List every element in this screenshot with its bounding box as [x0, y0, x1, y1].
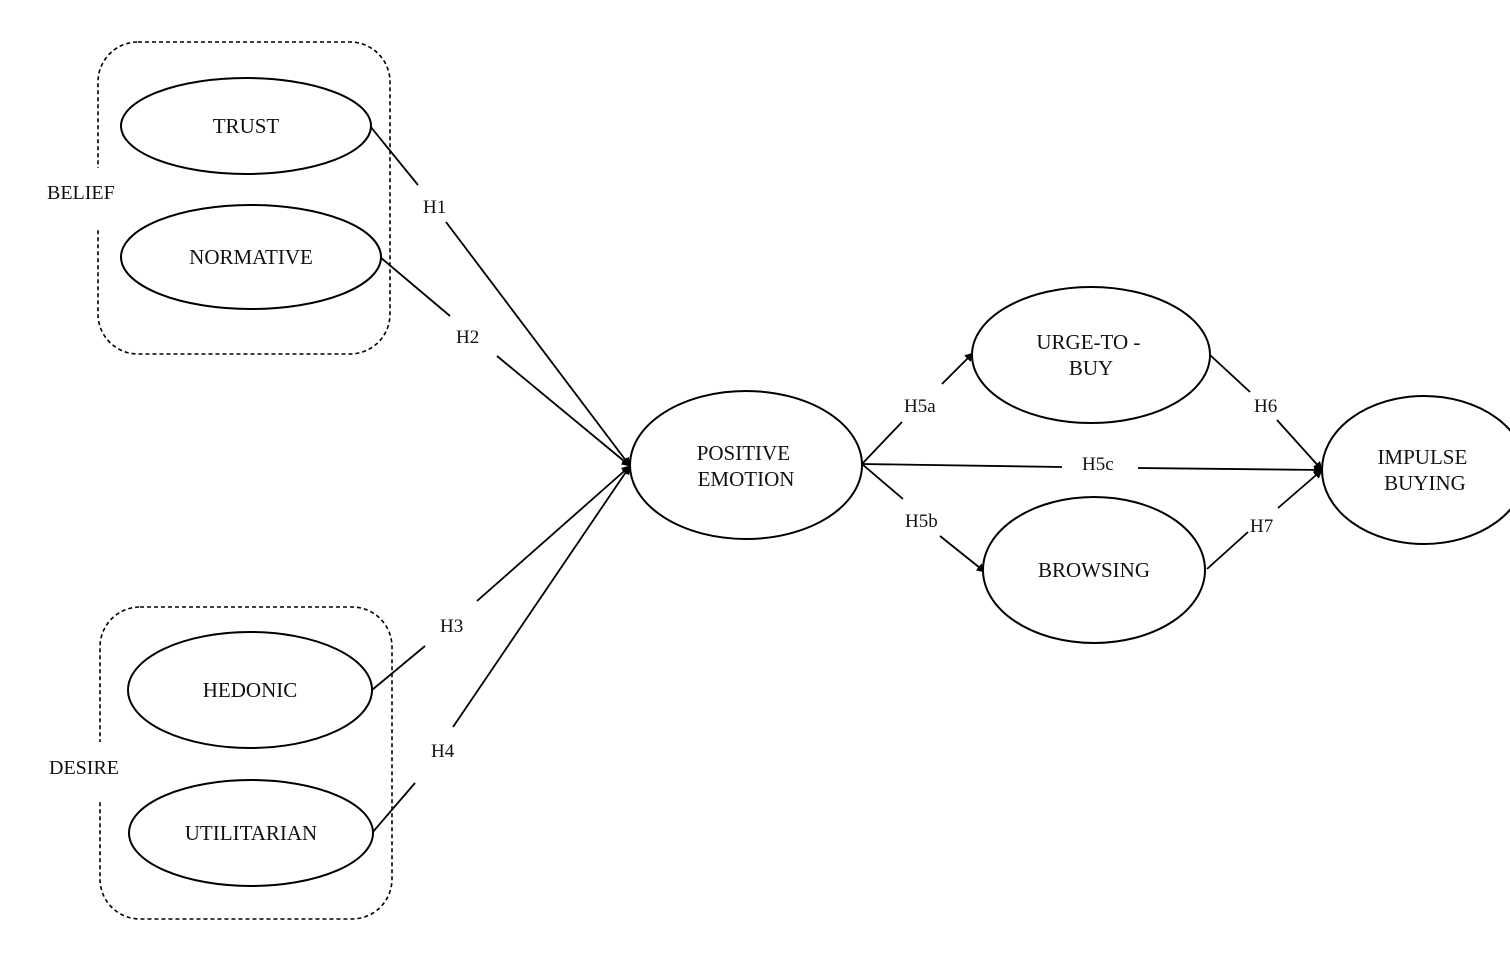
- impulse-buying-line-1: IMPULSE: [1377, 445, 1467, 469]
- positive-emotion-line-2: EMOTION: [698, 467, 795, 491]
- h7-label: H7: [1250, 516, 1273, 537]
- h1-label: H1: [423, 197, 446, 218]
- edge-h3-b: [476, 465, 631, 602]
- h3-label: H3: [440, 616, 463, 637]
- h5c-label: H5c: [1082, 454, 1114, 475]
- node-utilitarian: [128, 779, 374, 887]
- edge-h7-b: [1277, 469, 1323, 509]
- edge-h3-a: [371, 645, 426, 691]
- edge-h2-a: [379, 256, 451, 317]
- impulse-buying-line-2: BUYING: [1384, 471, 1466, 495]
- node-utilitarian-label: UTILITARIAN: [185, 821, 317, 845]
- edge-h5a-a: [861, 421, 903, 465]
- edge-h5b-b: [939, 535, 986, 573]
- edge-h7-a: [1206, 531, 1249, 570]
- node-normative-label: NORMATIVE: [189, 245, 313, 269]
- urge-to-buy-line-1: URGE-TO -: [1036, 330, 1140, 354]
- node-browsing: [982, 496, 1206, 644]
- edge-h5c-b: [1137, 465, 1323, 475]
- urge-to-buy-line-2: BUY: [1069, 356, 1113, 380]
- h4-label: H4: [431, 741, 455, 762]
- node-normative: [120, 204, 382, 310]
- edge-h4-b: [452, 465, 631, 728]
- edge-h1-b: [445, 221, 631, 467]
- h2-label: H2: [456, 327, 479, 348]
- edge-h2-b: [496, 355, 631, 467]
- edge-h5a-b: [941, 352, 974, 385]
- node-impulse-buying: [1321, 395, 1510, 545]
- edge-h4-a: [371, 782, 416, 834]
- node-positive-emotion: [629, 390, 863, 540]
- node-urge-to-buy-label: URGE-TO - BUY: [1036, 330, 1145, 380]
- edge-h5b-a: [861, 463, 904, 500]
- edge-h6-a: [1209, 354, 1251, 393]
- node-positive-emotion-label: POSITIVE EMOTION: [697, 441, 796, 491]
- node-trust: [120, 77, 372, 175]
- node-trust-label: TRUST: [213, 114, 280, 138]
- edge-h5c-a: [861, 463, 1063, 468]
- h5b-label: H5b: [905, 511, 938, 532]
- h6-label: H6: [1254, 396, 1277, 417]
- positive-emotion-line-1: POSITIVE: [697, 441, 790, 465]
- node-hedonic: [127, 631, 373, 749]
- edge-h6-b: [1276, 419, 1323, 471]
- edge-h1-a: [369, 125, 419, 186]
- h5a-label: H5a: [904, 396, 936, 417]
- node-urge-to-buy: [971, 286, 1211, 424]
- desire-group-label: DESIRE: [49, 757, 119, 779]
- node-impulse-buying-label: IMPULSE BUYING: [1377, 445, 1472, 495]
- belief-group-label: BELIEF: [47, 182, 115, 204]
- node-hedonic-label: HEDONIC: [203, 678, 298, 702]
- node-browsing-label: BROWSING: [1038, 558, 1150, 582]
